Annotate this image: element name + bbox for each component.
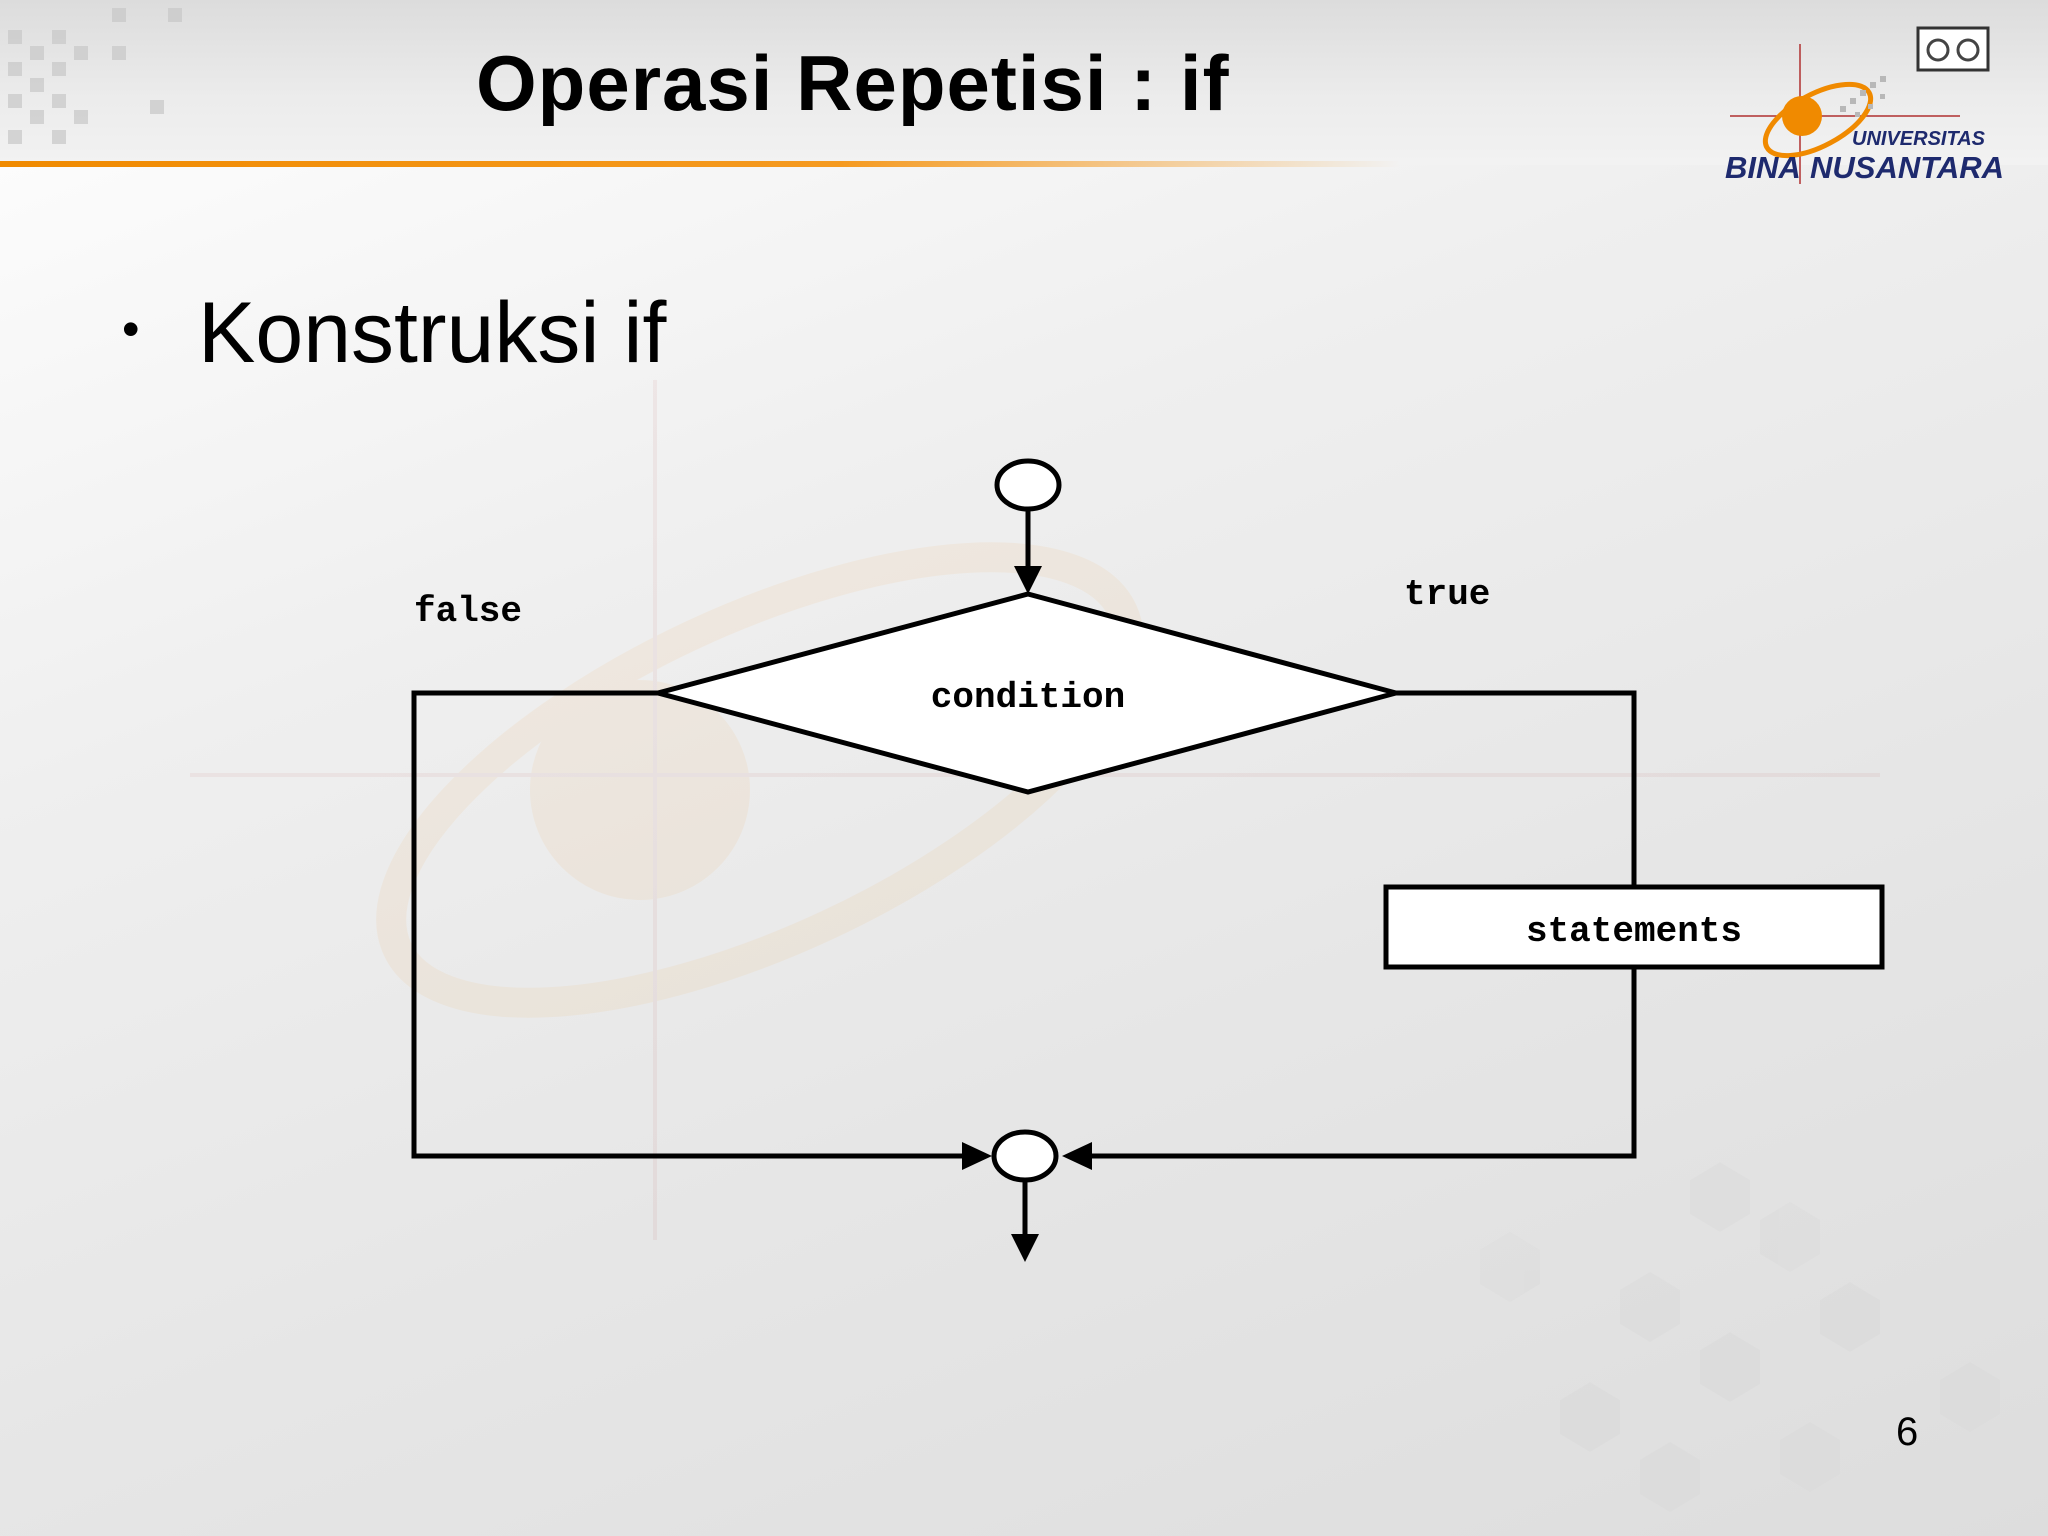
exit-arrowhead [1011, 1234, 1039, 1262]
statements-label: statements [1526, 911, 1742, 952]
header-accent-line [0, 161, 1400, 167]
entry-arrowhead [1014, 566, 1042, 594]
pixel-decoration [8, 8, 182, 144]
bullet-dot: • [122, 301, 140, 357]
university-logo [1730, 26, 1990, 184]
true-branch-arrowhead [1062, 1142, 1092, 1170]
false-branch-arrowhead [962, 1142, 992, 1170]
true-label: true [1404, 574, 1490, 615]
slide-title: Operasi Repetisi : if [476, 39, 1230, 127]
true-branch-line-lower [1092, 967, 1637, 1159]
logo-line-universitas: UNIVERSITAS [1852, 128, 1985, 150]
false-branch-line [411, 690, 962, 1159]
merge-connector [991, 1129, 1059, 1183]
true-branch-line-upper [1396, 690, 1637, 887]
page-number: 6 [1896, 1410, 1919, 1454]
bullet-text: Konstruksi if [198, 285, 667, 381]
condition-label: condition [931, 677, 1125, 718]
header-band [0, 0, 2048, 165]
logo-line-nusantara: NUSANTARA [1810, 150, 2005, 185]
condition-diamond [648, 591, 1406, 795]
false-label: false [414, 591, 522, 632]
logo-line-bina: BINA [1725, 150, 1801, 185]
start-connector [994, 458, 1062, 512]
